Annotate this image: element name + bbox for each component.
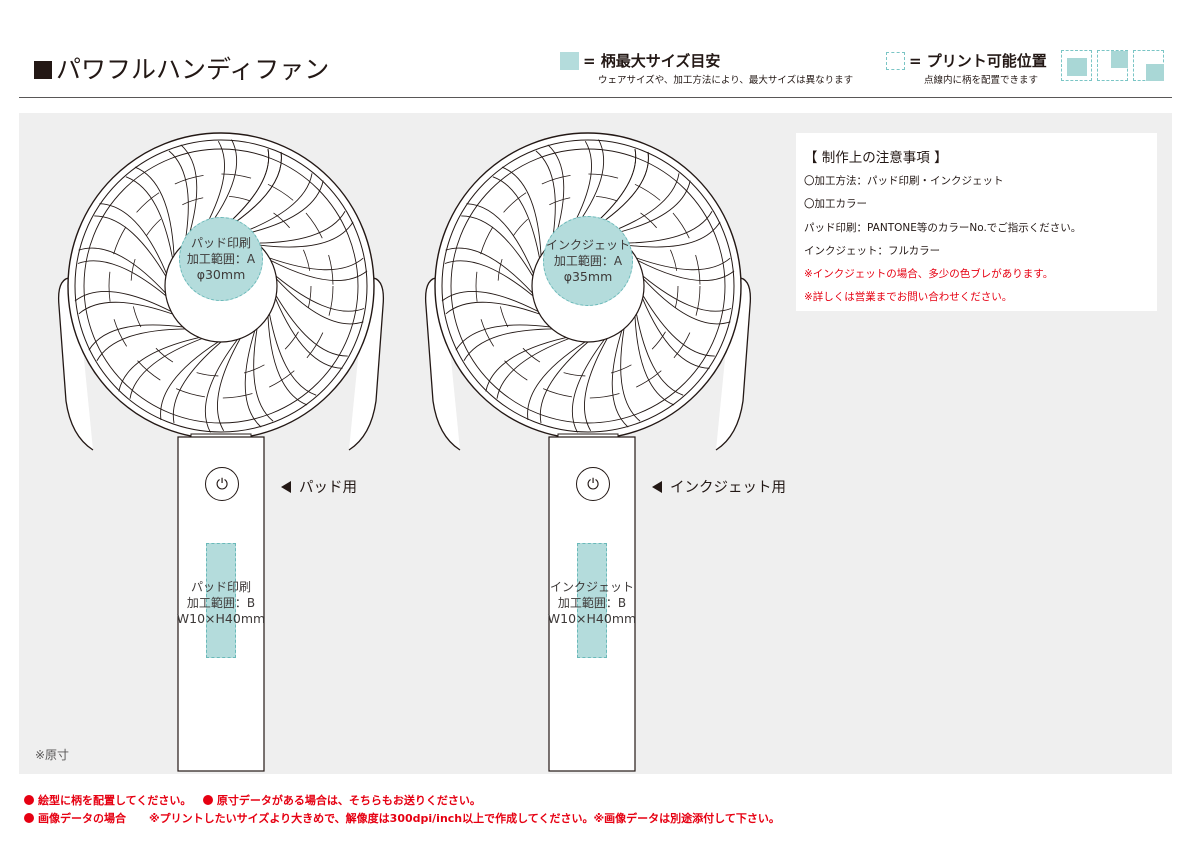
head-print-area-inkjet: インクジェット 加工範囲：A φ35mm	[543, 216, 633, 306]
bullet-icon	[24, 795, 34, 805]
head-area-size: φ35mm	[563, 269, 613, 284]
arrow-left-icon	[281, 481, 291, 493]
head-area-range: 加工範囲：A	[186, 252, 256, 266]
handle-area-size: W10×H40mm	[547, 611, 637, 626]
head-area-range: 加工範囲：A	[553, 254, 623, 268]
handle-area-range: 加工範囲：B	[557, 596, 627, 610]
note-item: インクジェット：フルカラー	[804, 244, 941, 257]
bullet-icon	[24, 813, 34, 823]
arrow-left-icon	[652, 481, 662, 493]
print-position-swatch-icon	[886, 52, 905, 70]
bullet-icon	[202, 795, 213, 805]
handle-print-area-pad	[206, 543, 236, 658]
head-area-method: パッド印刷	[190, 236, 251, 250]
max-size-swatch-icon	[560, 52, 579, 70]
position-center-icon	[1061, 50, 1092, 81]
header-divider	[19, 97, 1172, 98]
note-item: パッド印刷：PANTONE等のカラーNo.でご指示ください。	[804, 221, 1082, 234]
head-print-area-pad: パッド印刷 加工範囲：A φ30mm	[179, 217, 263, 301]
note-item-warning: ※インクジェットの場合、多少の色ブレがあります。	[804, 268, 1054, 281]
title-square-icon	[34, 61, 52, 79]
power-icon: ⏻	[576, 467, 610, 501]
print-position-label: = プリント可能位置	[909, 52, 1047, 70]
notes-heading: 【 制作上の注意事項 】	[804, 150, 948, 166]
use-label-inkjet: インクジェット用	[652, 476, 786, 497]
note-item: 〇加工方法：パッド印刷・インクジェット	[804, 175, 1004, 187]
power-icon: ⏻	[205, 467, 239, 501]
handle-area-size: W10×H40mm	[176, 611, 266, 626]
position-bottom-icon	[1133, 50, 1164, 81]
handle-area-method: パッド印刷	[190, 580, 251, 594]
handle-area-label-pad: パッド印刷 加工範囲：B W10×H40mm	[169, 579, 273, 627]
page-title: パワフルハンディファン	[34, 50, 329, 86]
head-area-method: インクジェット	[545, 238, 630, 252]
footer-line-1: 絵型に柄を配置してください。 原寸データがある場合は、そちらもお送りください。	[24, 792, 481, 808]
head-area-size: φ30mm	[196, 267, 246, 282]
handle-area-range: 加工範囲：B	[186, 596, 256, 610]
max-size-label: = 柄最大サイズ目安	[583, 52, 721, 70]
handle-area-method: インクジェット	[549, 580, 634, 594]
use-label-pad: パッド用	[281, 476, 357, 497]
footer-line-2: 画像データの場合 ※プリントしたいサイズより大きめで、解像度は300dpi/in…	[24, 810, 780, 826]
handle-print-area-inkjet	[577, 543, 607, 658]
production-notes: 【 制作上の注意事項 】 〇加工方法：パッド印刷・インクジェット 〇加工カラー …	[796, 133, 1157, 311]
page-title-text: パワフルハンディファン	[56, 55, 330, 84]
print-position-note: 点線内に柄を配置できます	[924, 75, 1039, 86]
position-top-icon	[1097, 50, 1128, 81]
note-item-warning: ※詳しくは営業までお問い合わせください。	[804, 291, 1013, 304]
note-item: 〇加工カラー	[804, 198, 867, 211]
handle-area-label-inkjet: インクジェット 加工範囲：B W10×H40mm	[540, 579, 644, 627]
scale-note: ※原寸	[35, 748, 70, 762]
max-size-note: ウェアサイズや、加工方法により、最大サイズは異なります	[598, 75, 854, 86]
